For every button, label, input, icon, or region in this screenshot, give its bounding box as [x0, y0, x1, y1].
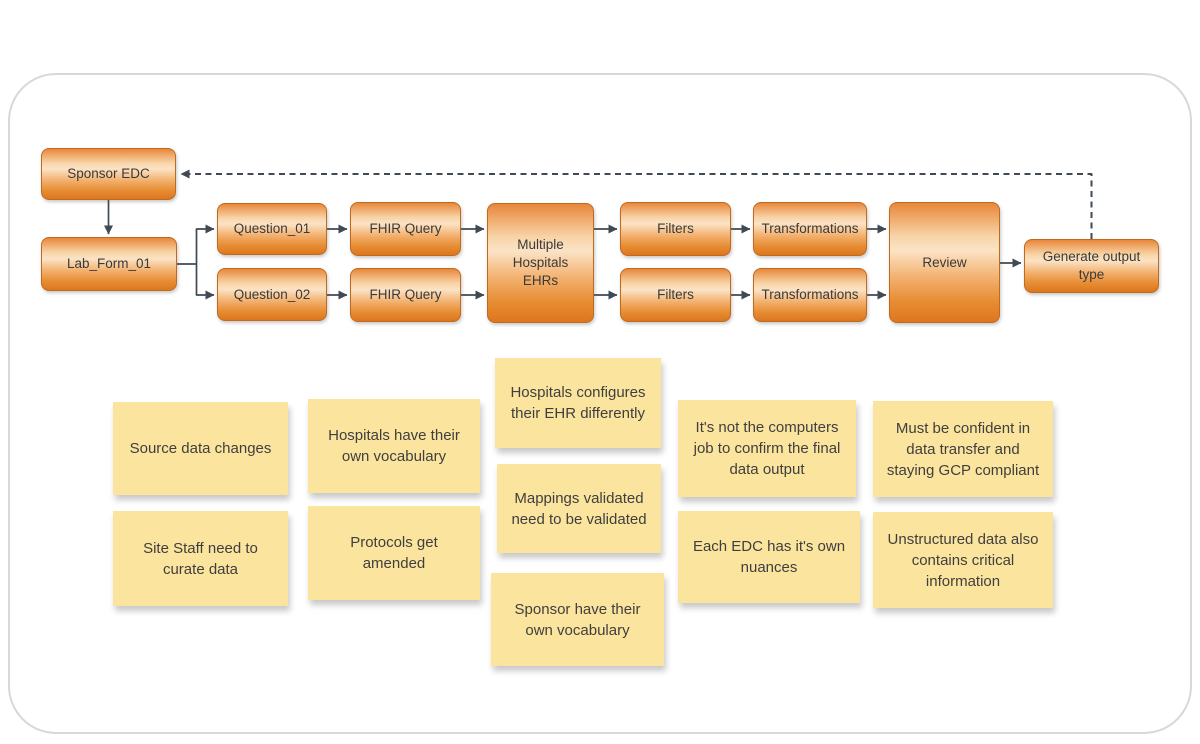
- flow-node-lab-form-01[interactable]: Lab_Form_01: [41, 237, 177, 291]
- sticky-note-text: Protocols get amended: [350, 534, 438, 572]
- sticky-note-text: Mappings validated need to be validated: [511, 489, 647, 528]
- sticky-note-text: Hospitals have their own vocabulary: [328, 427, 460, 465]
- sticky-note-hospitals-vocabulary[interactable]: Hospitals have their own vocabulary: [308, 399, 480, 493]
- flow-node-label: Filters: [657, 221, 694, 236]
- sticky-note-mappings-validated[interactable]: Mappings validated need to be validated: [497, 464, 661, 553]
- flow-node-question-01[interactable]: Question_01: [217, 203, 327, 255]
- sticky-note-site-staff-curate[interactable]: Site Staff need to curate data: [113, 511, 288, 606]
- flow-node-label: Question_02: [233, 286, 311, 302]
- flow-node-label: Review: [922, 254, 967, 270]
- sticky-note-unstructured-data[interactable]: Unstructured data also contains critical…: [873, 512, 1053, 608]
- sticky-note-gcp-compliant[interactable]: Must be confident in data transfer and s…: [873, 401, 1053, 497]
- sticky-note-text: Hospitals configures their EHR different…: [510, 384, 646, 422]
- flow-node-transformations-1[interactable]: Transformations: [753, 202, 867, 256]
- sticky-note-sponsor-vocabulary[interactable]: Sponsor have their own vocabulary: [491, 573, 664, 666]
- flow-node-filters-1[interactable]: Filters: [620, 202, 731, 256]
- sticky-note-not-computers-job[interactable]: It's not the computers job to confirm th…: [678, 400, 856, 497]
- flow-node-label: Transformations: [761, 221, 859, 236]
- sticky-note-protocols-amended[interactable]: Protocols get amended: [308, 506, 480, 600]
- flow-node-fhir-query-1[interactable]: FHIR Query: [350, 202, 461, 256]
- sticky-note-text: It's not the computers job to confirm th…: [693, 419, 841, 478]
- flow-node-label: Filters: [657, 287, 694, 302]
- flow-node-label: Question_01: [233, 221, 311, 236]
- flow-node-label: Multiple Hospitals EHRs: [512, 237, 569, 288]
- sticky-note-text: Site Staff need to curate data: [143, 539, 258, 578]
- sticky-note-text: Must be confident in data transfer and s…: [886, 419, 1040, 479]
- flow-node-label: FHIR Query: [369, 221, 442, 236]
- sticky-note-text: Sponsor have their own vocabulary: [514, 600, 641, 639]
- flow-node-question-02[interactable]: Question_02: [217, 268, 327, 321]
- flow-node-label: FHIR Query: [369, 287, 442, 302]
- flow-node-review[interactable]: Review: [889, 202, 1000, 323]
- flow-node-sponsor-edc[interactable]: Sponsor EDC: [41, 148, 176, 200]
- sticky-note-source-data-changes[interactable]: Source data changes: [113, 402, 288, 495]
- flow-node-label: Lab_Form_01: [66, 256, 152, 271]
- flow-node-fhir-query-2[interactable]: FHIR Query: [350, 268, 461, 322]
- sticky-note-text: Each EDC has it's own nuances: [692, 538, 846, 576]
- flow-node-filters-2[interactable]: Filters: [620, 268, 731, 322]
- sticky-note-text: Source data changes: [129, 440, 272, 457]
- sticky-note-ehr-configured-differently[interactable]: Hospitals configures their EHR different…: [495, 358, 661, 448]
- flow-node-label: Transformations: [761, 287, 859, 302]
- flow-node-multiple-hospitals-ehrs[interactable]: Multiple Hospitals EHRs: [487, 203, 594, 323]
- flow-node-label: Generate output type: [1042, 249, 1141, 282]
- sticky-note-text: Unstructured data also contains critical…: [887, 530, 1039, 590]
- flow-node-transformations-2[interactable]: Transformations: [753, 268, 867, 322]
- flow-node-label: Sponsor EDC: [67, 166, 150, 181]
- sticky-note-edc-nuances[interactable]: Each EDC has it's own nuances: [678, 511, 860, 603]
- flow-node-generate-output-type[interactable]: Generate output type: [1024, 239, 1159, 293]
